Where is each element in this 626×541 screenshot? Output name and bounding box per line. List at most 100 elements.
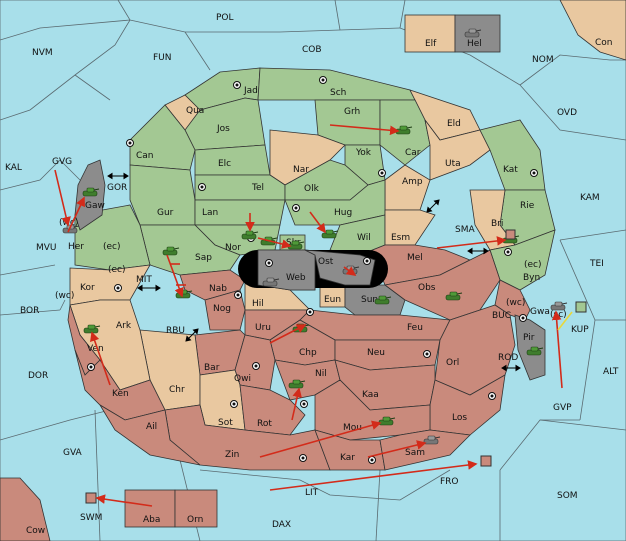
province-aba[interactable]: [124, 489, 176, 528]
label-ken: Ken: [112, 389, 129, 399]
label-gur: Gur: [157, 208, 174, 218]
passage-mit-icon: [137, 284, 161, 292]
label-qwi: Qwi: [234, 374, 251, 384]
label-olk: Olk: [304, 184, 320, 194]
order-kar-sam: [367, 440, 427, 458]
label-her: Her: [68, 242, 84, 252]
label-hug: Hug: [334, 208, 352, 218]
province-orl[interactable]: [434, 304, 516, 396]
province-elf[interactable]: [404, 14, 456, 53]
order-mvu-gaw: [67, 196, 85, 233]
label-bar: Bar: [204, 363, 220, 373]
label-fun: FUN: [153, 53, 172, 63]
label-sch: Sch: [330, 88, 346, 98]
order-ken-ven: [90, 331, 111, 386]
label-gor: GOR: [107, 183, 127, 193]
label-fro: FRO: [440, 477, 459, 487]
label-swm: SWM: [80, 513, 102, 523]
province-hug[interactable]: [284, 179, 386, 226]
label-ost: Ost: [318, 257, 334, 267]
build-marker-bri[interactable]: [505, 229, 516, 240]
label-nvm: NVM: [32, 48, 53, 58]
label-cob: COB: [302, 45, 322, 55]
order-grh-car: [329, 124, 400, 136]
province-ail[interactable]: [99, 404, 201, 466]
label-rie: Rie: [520, 201, 535, 211]
label-hel: Hel: [467, 39, 482, 49]
label-orn: Orn: [187, 515, 203, 525]
label-aba: Aba: [143, 515, 160, 525]
label-wc3: (wc): [506, 298, 525, 308]
label-gva: GVA: [63, 448, 83, 458]
order-ost-sun: [343, 266, 357, 276]
passage-rod-icon: [501, 364, 521, 372]
label-feu: Feu: [407, 323, 423, 333]
label-ark: Ark: [116, 321, 132, 331]
order-gvp-gwa: [551, 310, 563, 389]
label-kat: Kat: [503, 165, 518, 175]
label-lit: LIT: [305, 488, 319, 498]
supply-center-hil: [234, 291, 242, 299]
label-obs: Obs: [418, 283, 436, 293]
build-marker-kup[interactable]: [575, 301, 587, 313]
supply-center-ven: [87, 363, 95, 371]
label-yok: Yok: [355, 148, 372, 158]
label-sam: Sam: [405, 448, 425, 458]
province-pir[interactable]: [514, 314, 546, 381]
province-cow[interactable]: [0, 477, 51, 541]
province-sap[interactable]: [139, 224, 241, 276]
province-sam[interactable]: [379, 429, 471, 471]
label-sc4: (sc): [550, 310, 567, 320]
continent: [67, 67, 556, 471]
label-bri: Bri: [491, 219, 503, 229]
label-uta: Uta: [445, 159, 461, 169]
order-kup-support: [557, 311, 573, 331]
label-con: Con: [595, 38, 613, 48]
province-nog[interactable]: [204, 289, 246, 331]
label-nor: Nor: [225, 243, 241, 253]
supply-center-los: [488, 392, 496, 400]
province-esm[interactable]: [384, 209, 436, 246]
supply-center-neu: [423, 350, 431, 358]
label-gwa: Gwa: [530, 307, 550, 317]
province-elc[interactable]: [194, 144, 271, 176]
label-pir: Pir: [523, 333, 535, 343]
label-ec3: (ec): [524, 260, 542, 270]
province-orn[interactable]: [174, 489, 218, 528]
supply-center-can: [126, 139, 134, 147]
province-uta[interactable]: [424, 119, 491, 181]
label-ec2: (ec): [108, 265, 126, 275]
label-jad: Jad: [243, 86, 258, 96]
label-rbu: RBU: [166, 326, 185, 336]
label-kam: KAM: [580, 193, 600, 203]
province-tel[interactable]: [194, 174, 286, 201]
build-marker-fro[interactable]: [480, 455, 492, 467]
province-con[interactable]: [559, 0, 626, 61]
supply-center-kor: [114, 284, 122, 292]
label-ec1: (ec): [103, 242, 121, 252]
supply-center-tel: [198, 183, 206, 191]
label-gvg: GVG: [52, 157, 72, 167]
label-kaa: Kaa: [362, 390, 379, 400]
build-marker-swm[interactable]: [85, 492, 97, 504]
label-nil: Nil: [315, 369, 327, 379]
label-sun: Sun: [361, 295, 378, 305]
label-car: Car: [405, 148, 421, 158]
label-wc2: (wc): [55, 291, 74, 301]
supply-center-byn: [504, 248, 512, 256]
label-tei: TEI: [589, 259, 604, 269]
label-eun: Eun: [324, 295, 341, 305]
label-web: Web: [286, 273, 306, 283]
supply-center-qwi: [252, 362, 260, 370]
supply-center-web: [265, 259, 273, 267]
province-labels: POL COB NVM FUN NOM Con Elf Hel OVD KAL …: [5, 13, 619, 536]
label-kar: Kar: [340, 453, 355, 463]
label-chp: Chp: [299, 348, 317, 358]
order-hug-wil: [309, 211, 326, 234]
label-nom: NOM: [532, 55, 554, 65]
label-mit: MIT: [136, 275, 152, 285]
supply-center-jad: [233, 81, 241, 89]
label-orl: Orl: [446, 358, 459, 368]
